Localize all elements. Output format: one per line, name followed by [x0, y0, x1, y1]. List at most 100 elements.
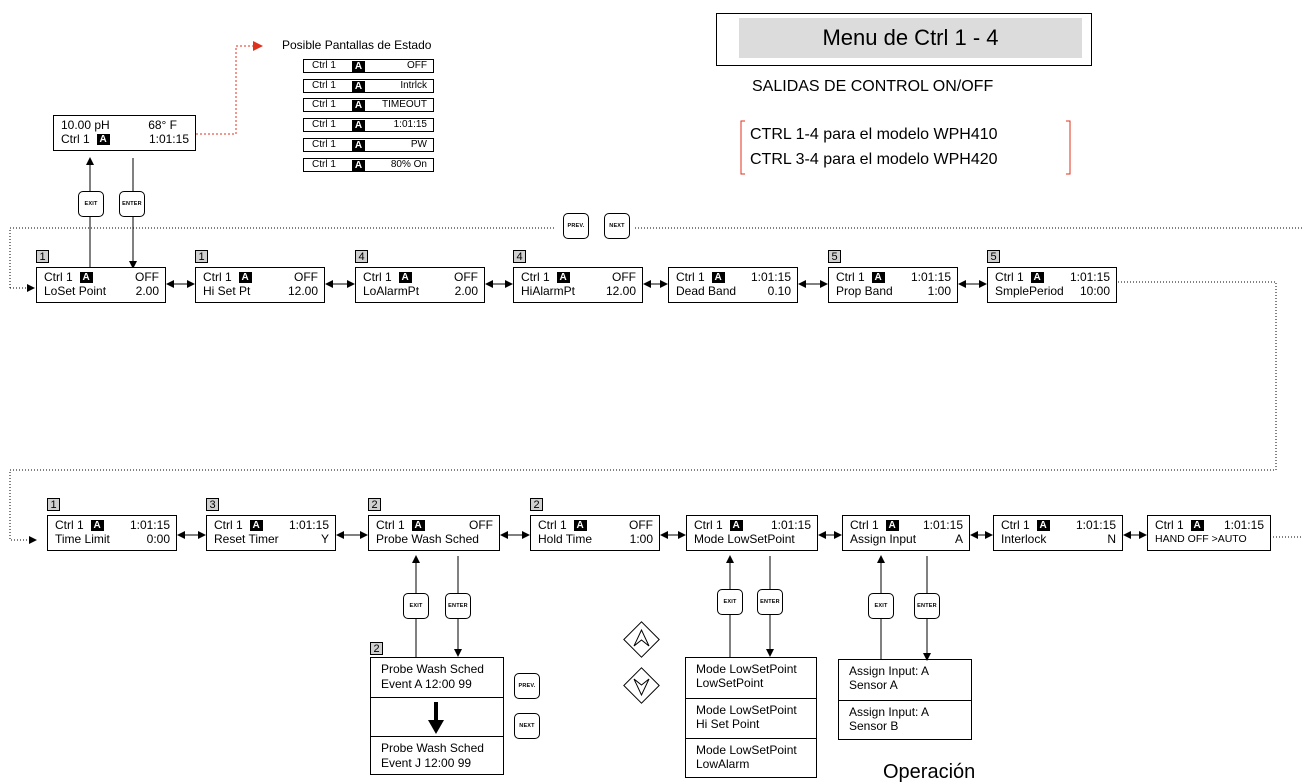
status-ctrl: Ctrl 1 — [312, 99, 336, 110]
probe-prev-button[interactable]: PREV. — [514, 673, 540, 699]
home-value: 1:01:15 — [148, 132, 189, 146]
screen-badge: A — [238, 271, 252, 283]
probe-wash-line: Event A 12:00 99 — [381, 677, 472, 691]
home-exit-button[interactable]: EXIT — [78, 191, 104, 217]
screen-value: 2.00 — [135, 284, 159, 298]
screen-badge: A — [1190, 519, 1204, 531]
screen-status: 1:01:15 — [922, 518, 963, 532]
status-ctrl: Ctrl 1 — [312, 159, 336, 170]
probe-wash-last[interactable]: Probe Wash Sched Event J 12:00 99 — [371, 736, 503, 776]
menu-index-badge: 5 — [828, 250, 841, 263]
screen-ctrl: Ctrl 1 — [55, 518, 84, 532]
home-temp: 68° F — [148, 118, 177, 132]
screen-value: 12.00 — [287, 284, 318, 298]
status-ctrl: Ctrl 1 — [312, 80, 336, 91]
screen-badge: A — [79, 271, 93, 283]
screen-ctrl: Ctrl 1 — [694, 518, 723, 532]
status-heading: Posible Pantallas de Estado — [282, 38, 432, 52]
status-value: PW — [410, 139, 427, 150]
status-badge: A — [352, 80, 365, 92]
screen-status: OFF — [629, 518, 653, 532]
option-line: Hi Set Point — [696, 717, 760, 731]
screen-ctrl: Ctrl 1 — [850, 518, 879, 532]
screen-ctrl: Ctrl 1 — [1155, 518, 1184, 532]
menu-index-badge: 1 — [36, 250, 49, 263]
screen-badge: A — [1036, 519, 1050, 531]
screen-label: Probe Wash Sched — [376, 532, 479, 546]
probe-wash-line: Probe Wash Sched — [381, 662, 484, 676]
up-arrow-key-icon — [623, 621, 660, 658]
mode-enter-button[interactable]: ENTER — [757, 589, 783, 615]
home-reading: 10.00 pH — [61, 118, 110, 132]
screen-value: 10:00 — [1079, 284, 1110, 298]
screen-ctrl: Ctrl 1 — [995, 270, 1024, 284]
screen-status: OFF — [612, 270, 636, 284]
prev-button[interactable]: PREV. — [563, 213, 589, 239]
screen-label: Assign Input — [850, 532, 917, 546]
screen-ctrl: Ctrl 1 — [363, 270, 392, 284]
menu-index-badge: 1 — [195, 250, 208, 263]
option-line: Assign Input: A — [849, 664, 930, 678]
option-line: LowAlarm — [696, 757, 750, 771]
screen-ctrl: Ctrl 1 — [521, 270, 550, 284]
screen-status: 1:01:15 — [1223, 518, 1264, 532]
probe-next-button[interactable]: NEXT — [514, 713, 540, 739]
screen-value: 1:00 — [629, 532, 653, 546]
probe-wash-first[interactable]: Probe Wash Sched Event A 12:00 99 — [371, 658, 503, 698]
probe-enter-button[interactable]: ENTER — [445, 593, 471, 619]
screen-status: 1:01:15 — [910, 270, 951, 284]
menu-index-badge: 3 — [206, 498, 219, 511]
screen-label: Prop Band — [836, 284, 893, 298]
status-badge: A — [352, 99, 365, 111]
menu-index-badge: 2 — [530, 498, 543, 511]
status-ctrl: Ctrl 1 — [312, 60, 336, 71]
next-button[interactable]: NEXT — [604, 213, 630, 239]
menu-index-badge: 4 — [355, 250, 368, 263]
probe-exit-button[interactable]: EXIT — [403, 593, 429, 619]
screen-ctrl: Ctrl 1 — [214, 518, 243, 532]
option-line: Sensor B — [849, 719, 899, 733]
assign-enter-button[interactable]: ENTER — [914, 593, 940, 619]
assign-exit-button[interactable]: EXIT — [868, 593, 894, 619]
menu-title: Menu de Ctrl 1 - 4 — [739, 18, 1082, 58]
mode-exit-button[interactable]: EXIT — [717, 589, 743, 615]
screen-status: 1:01:15 — [288, 518, 329, 532]
screen-value: 0:00 — [146, 532, 170, 546]
screen-badge: A — [398, 271, 412, 283]
option-line: LowSetPoint — [696, 676, 764, 690]
home-enter-button[interactable]: ENTER — [119, 191, 145, 217]
screen-label: HiAlarmPt — [521, 284, 576, 298]
loop-top-line — [9, 227, 555, 288]
screen-label: Dead Band — [676, 284, 737, 298]
menu-index-badge: 4 — [513, 250, 526, 263]
screen-badge: A — [573, 519, 587, 531]
